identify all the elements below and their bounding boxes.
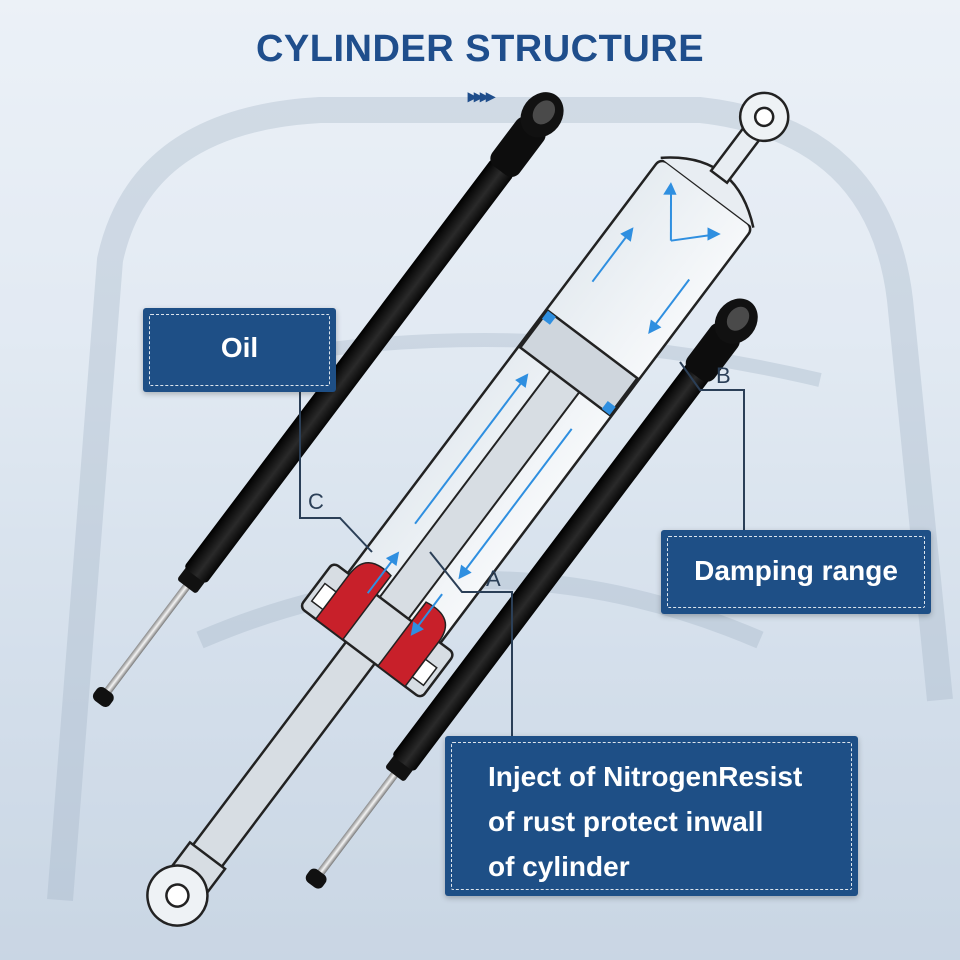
leader-lines xyxy=(299,361,745,736)
leader-oil xyxy=(299,392,373,553)
leader-damping xyxy=(679,361,745,530)
damping-label: Damping range xyxy=(694,555,898,586)
cylinder-cutaway xyxy=(146,91,790,927)
nitrogen-label-box: Inject of NitrogenResist of rust protect… xyxy=(445,736,858,896)
marker-a: A xyxy=(486,566,501,591)
right-gas-strut xyxy=(305,298,758,889)
oil-right xyxy=(376,601,447,688)
oil-label-box: Oil xyxy=(143,308,336,392)
nitrogen-label-line-2: of rust protect inwall xyxy=(488,806,764,837)
page-title: CYLINDER STRUCTURE xyxy=(255,28,705,70)
left-gas-strut xyxy=(92,92,564,708)
chevrons-decoration: ▸▸▸▸ xyxy=(467,86,495,106)
nitrogen-label-line-1: Inject of NitrogenResist xyxy=(488,761,803,792)
damping-label-box: Damping range xyxy=(661,530,931,614)
nitrogen-label: Inject of NitrogenResist of rust protect… xyxy=(488,754,802,889)
flow-arrows xyxy=(366,182,721,636)
nitrogen-label-line-3: of cylinder xyxy=(488,851,630,882)
marker-c: C xyxy=(308,489,324,514)
piston-head xyxy=(518,309,640,417)
marker-b: B xyxy=(716,363,731,388)
leader-inject xyxy=(429,551,513,736)
oil-label: Oil xyxy=(220,332,259,363)
oil-left xyxy=(314,561,392,641)
